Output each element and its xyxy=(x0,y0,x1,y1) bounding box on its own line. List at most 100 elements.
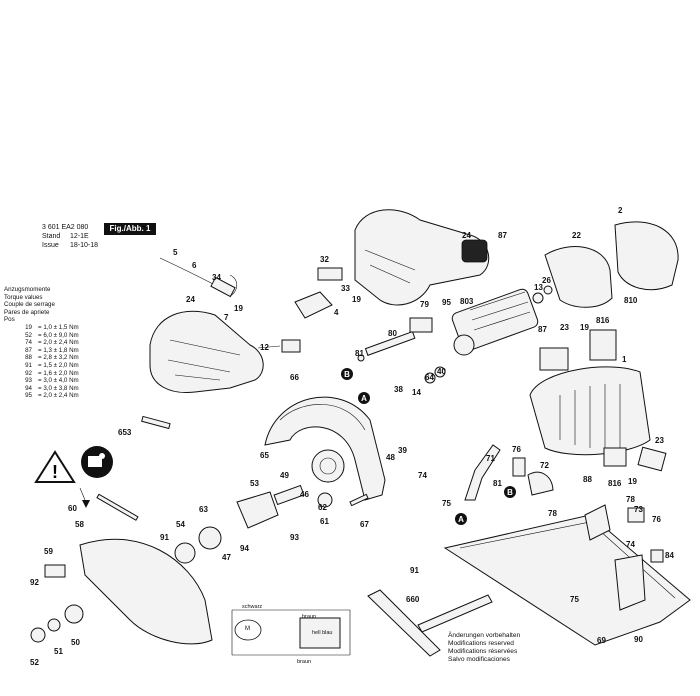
stand-label: Stand xyxy=(42,233,61,240)
wire-label-braun: braun xyxy=(302,614,317,620)
callout: 78 xyxy=(626,495,635,504)
spindle-53 xyxy=(273,484,305,506)
callout: 80 xyxy=(388,329,397,338)
callout: 54 xyxy=(176,520,185,529)
callout: 73 xyxy=(634,505,643,514)
callout: 81 xyxy=(493,479,502,488)
notes: Änderungen vorbehalten Modifications res… xyxy=(448,632,521,663)
torque-row: 94= 3,0 ± 3,8 Nm xyxy=(25,384,79,392)
callout: 38 xyxy=(394,385,403,394)
callout: 51 xyxy=(54,647,63,656)
bearing-64 xyxy=(434,366,446,378)
callout: 92 xyxy=(30,578,39,587)
svg-text:B: B xyxy=(344,370,350,379)
stand-value: 12-1E xyxy=(70,233,89,240)
switch-part xyxy=(317,267,343,281)
part-79 xyxy=(409,317,433,333)
callout: 52 xyxy=(30,658,39,667)
callout: 803 xyxy=(460,297,474,306)
torque-title: Anzugsmomente xyxy=(4,286,51,293)
torque-title: Couple de serrage xyxy=(4,301,55,309)
read-manual-icon xyxy=(81,446,113,478)
callout: 87 xyxy=(538,325,547,334)
callout: 64 xyxy=(425,373,434,382)
callout: 6 xyxy=(192,261,197,270)
callout: 33 xyxy=(341,284,350,293)
issue-value: 18-10-18 xyxy=(70,242,99,249)
callout: 24 xyxy=(462,231,471,240)
svg-text:A: A xyxy=(458,515,464,524)
callout: 62 xyxy=(318,503,327,512)
callout: 69 xyxy=(597,636,606,645)
nut-52 xyxy=(30,627,46,643)
callout: 58 xyxy=(75,520,84,529)
shaft-80 xyxy=(364,330,416,356)
callout: 76 xyxy=(512,445,521,454)
callout: 34 xyxy=(212,273,221,282)
callout: 46 xyxy=(300,490,309,499)
callout: 12 xyxy=(260,343,269,352)
callout: 81 xyxy=(355,349,364,358)
motor-cap xyxy=(614,221,679,291)
svg-text:!: ! xyxy=(52,462,58,482)
callout: 653 xyxy=(118,428,132,437)
callout: 75 xyxy=(442,499,451,508)
part-46 xyxy=(317,492,333,508)
callout: 53 xyxy=(250,479,259,488)
brush-holder-816 xyxy=(589,329,617,361)
ring-54 xyxy=(174,542,196,564)
marker-a: A xyxy=(358,392,370,404)
callout: 24 xyxy=(186,295,195,304)
callout: 67 xyxy=(360,520,369,529)
callout: 61 xyxy=(320,517,329,526)
callout: 23 xyxy=(560,323,569,332)
callout: 71 xyxy=(486,454,495,463)
callout: 13 xyxy=(534,283,543,292)
callout: 660 xyxy=(406,595,420,604)
key-653 xyxy=(141,415,171,430)
callout: 91 xyxy=(160,533,169,542)
housing-top xyxy=(354,209,490,306)
marker-b: B xyxy=(341,368,353,380)
callout: 5 xyxy=(173,248,178,257)
warning-icon: ! xyxy=(34,450,76,483)
motor-housing xyxy=(529,366,651,456)
lever-76b xyxy=(627,507,645,523)
bevel-72 xyxy=(527,471,554,496)
callout: 19 xyxy=(352,295,361,304)
torque-row: 19= 1,0 ± 1,5 Nm xyxy=(25,323,79,331)
switch-23 xyxy=(539,347,569,371)
part-76 xyxy=(512,457,526,477)
carbon-brush xyxy=(281,339,301,353)
knob-84 xyxy=(650,549,664,563)
lever-59 xyxy=(44,564,66,578)
marker-a2: A xyxy=(455,513,467,525)
parallel-guide-rail xyxy=(417,594,493,633)
callout: 40 xyxy=(437,367,446,376)
callout: 75 xyxy=(570,595,579,604)
torque-title: Torque values xyxy=(4,293,43,301)
flange-51 xyxy=(47,618,61,632)
svg-text:A: A xyxy=(361,394,367,403)
callout: 84 xyxy=(665,551,674,560)
bearing-26 xyxy=(543,285,553,295)
wire-label-braun-bottom: braun xyxy=(297,659,312,665)
wiring-diagram xyxy=(231,609,351,656)
power-cable xyxy=(159,257,238,298)
callout: 810 xyxy=(624,296,638,305)
torque-row: 52= 6,0 ± 9,0 Nm xyxy=(25,331,79,339)
arrow-head xyxy=(82,500,90,508)
housing-left xyxy=(149,310,264,394)
callout: 23 xyxy=(655,436,664,445)
bracket-71 xyxy=(464,444,501,501)
callout: 65 xyxy=(260,451,269,460)
callout: 87 xyxy=(498,231,507,240)
callout: 66 xyxy=(290,373,299,382)
callout: 49 xyxy=(280,471,289,480)
issue-label: Issue xyxy=(42,242,59,249)
torque-row: 93= 3,0 ± 4,0 Nm xyxy=(25,377,79,385)
washer-50 xyxy=(64,604,84,624)
callout: 7 xyxy=(224,313,229,322)
